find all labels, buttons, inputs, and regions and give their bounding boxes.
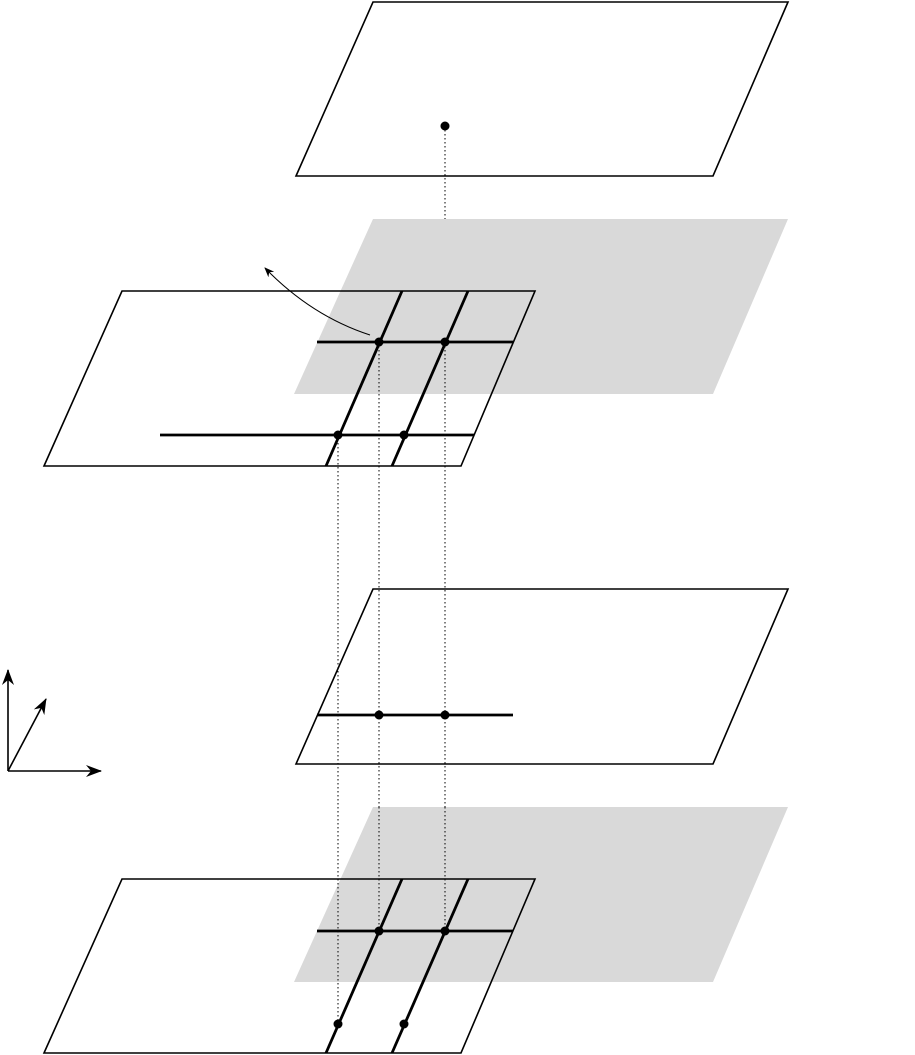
lower-shaded-plane [294, 807, 788, 982]
bottom-point-3 [333, 1019, 343, 1029]
axis-depth-arrow [7, 698, 47, 772]
middle-point-2 [440, 710, 450, 720]
top-plane-outline [294, 1, 790, 177]
bottom-point-4 [399, 1019, 409, 1029]
bottom-point-2 [440, 926, 450, 936]
bottom-point-1 [374, 926, 384, 936]
coordinate-axes [1, 669, 102, 777]
top-plane [294, 1, 790, 177]
upper-point-4 [399, 430, 409, 440]
upper-grid-plane-outline [42, 290, 537, 467]
bottom-grid-plane-outline [42, 878, 537, 1054]
bottom-grid-plane [42, 878, 537, 1054]
curved-arrow [264, 267, 371, 336]
middle-plane [294, 588, 790, 765]
upper-shaded-plane [294, 219, 788, 394]
middle-plane-outline [294, 588, 790, 765]
middle-point-1 [374, 710, 384, 720]
